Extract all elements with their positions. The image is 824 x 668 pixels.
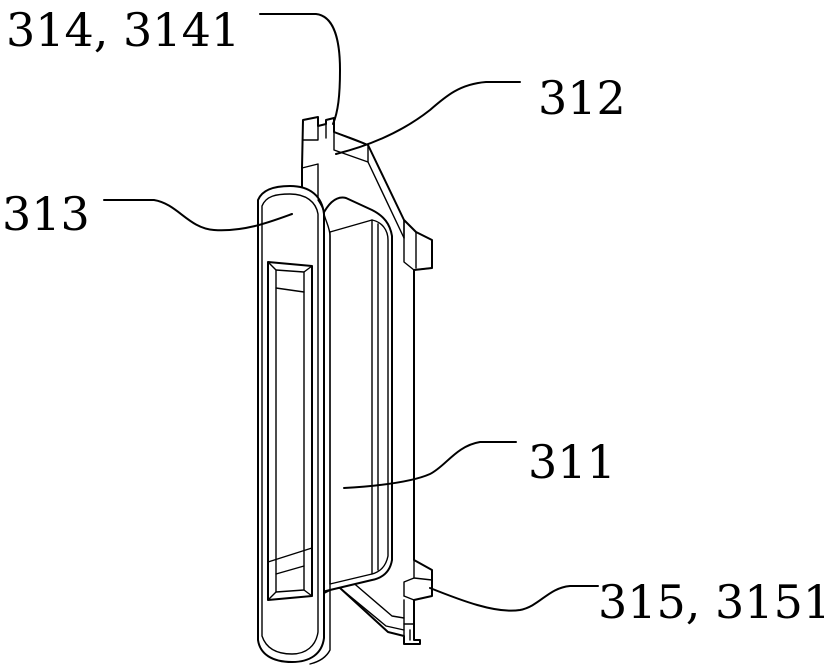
leader-312 <box>335 81 521 155</box>
front-slider <box>257 185 331 665</box>
label-311: 311 <box>528 435 616 489</box>
leader-lines <box>103 13 599 612</box>
label-314-3141: 314, 3141 <box>6 3 240 57</box>
leader-315 <box>429 585 599 612</box>
label-313: 313 <box>2 187 90 241</box>
leader-314 <box>259 13 342 125</box>
inner-channel <box>321 196 393 593</box>
reference-labels: 314, 3141 312 313 311 315, 3151 <box>2 3 824 629</box>
leader-313 <box>103 199 293 232</box>
leader-311 <box>343 441 517 489</box>
label-312: 312 <box>538 71 626 125</box>
label-315-3151: 315, 3151 <box>598 575 824 629</box>
